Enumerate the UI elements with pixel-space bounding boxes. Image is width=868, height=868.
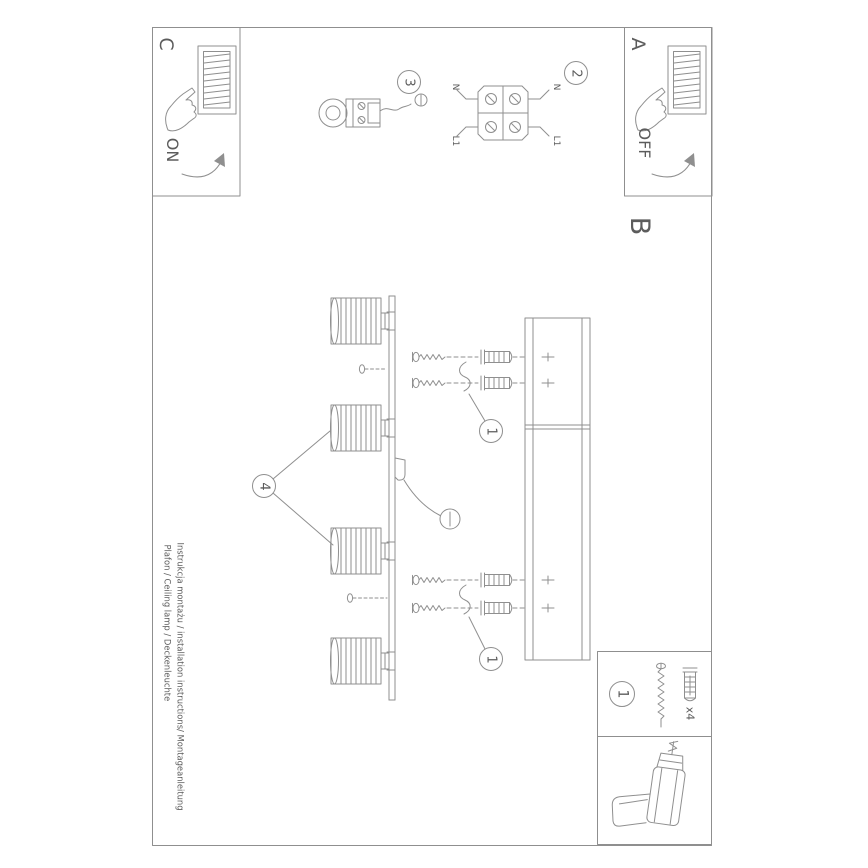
panel-a-state: OFF	[635, 127, 654, 159]
curved-arrow-icon	[651, 153, 695, 178]
section-b-label: B	[624, 216, 656, 236]
spring-clip-icon	[459, 584, 471, 615]
switch-on-panel	[152, 27, 241, 197]
wire-label-n-right: N	[551, 83, 562, 91]
hook-detail	[394, 457, 442, 517]
ceiling-lamp-assembly	[330, 295, 461, 701]
parts-quantity-label: x4	[683, 706, 697, 721]
curved-arrow-icon	[181, 153, 225, 178]
mounting-screw-icon	[656, 662, 666, 728]
fixing-screw-icon	[346, 364, 388, 603]
panel-c-state: ON	[163, 137, 182, 163]
light-switch-icon	[667, 45, 707, 115]
cable-clamp-icon	[318, 93, 428, 128]
callout-1-lower-badge: 1	[479, 647, 503, 671]
light-switch-icon	[197, 45, 237, 115]
pointing-hand-icon	[165, 87, 197, 132]
callout-leader	[272, 430, 331, 480]
tool-legend-box	[597, 736, 712, 845]
page-border	[152, 27, 712, 846]
screw-head-icon	[439, 508, 461, 530]
terminal-block-icon	[456, 85, 550, 141]
step-2-badge: 2	[564, 61, 588, 85]
callout-4-badge: 4	[252, 474, 276, 498]
step-3-badge: 3	[397, 70, 421, 94]
electric-screwdriver-icon	[611, 740, 686, 827]
mounting-hardware	[272, 349, 555, 650]
panel-c-label: C	[155, 37, 178, 51]
wire-label-n-left: N	[450, 83, 461, 91]
wire-label-l1-right: L1	[551, 135, 562, 147]
panel-a-label: A	[627, 37, 650, 51]
callout-leader	[272, 492, 334, 546]
callout-leader	[468, 616, 486, 650]
parts-box-badge: 1	[609, 681, 635, 707]
mounting-plate	[524, 317, 591, 661]
wall-plug-icon	[682, 667, 698, 702]
wire-label-l1-left: L1	[450, 135, 461, 147]
title-product: Plafon / Ceiling lamp / Deckenleuchte	[162, 544, 173, 702]
title-instructions: Instrukcja montażu / installation instru…	[175, 542, 186, 811]
callout-1-upper-badge: 1	[479, 419, 503, 443]
spring-clip-icon	[459, 361, 471, 392]
callout-leader	[468, 393, 486, 422]
switch-off-panel	[624, 27, 713, 197]
